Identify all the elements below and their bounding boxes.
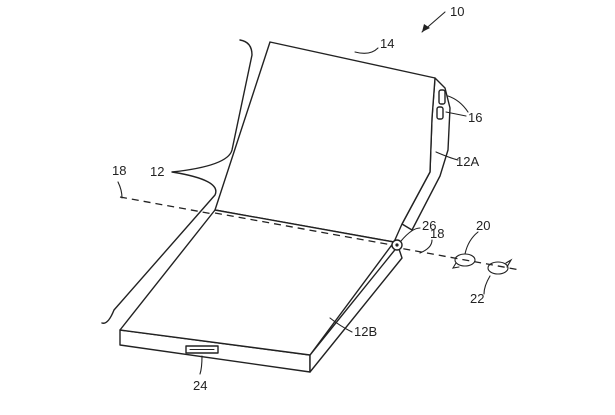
label-hinge: 26 <box>422 218 436 233</box>
label-display: 14 <box>380 36 394 51</box>
rotation-arrow-22-head <box>505 258 513 268</box>
leader-18-right <box>419 239 433 254</box>
leader-26 <box>400 227 421 242</box>
leader-22 <box>483 275 491 295</box>
side-button-upper <box>438 89 446 105</box>
label-port: 24 <box>193 378 207 393</box>
side-button-lower <box>436 106 444 120</box>
leader-14 <box>354 47 379 54</box>
lower-housing-top-face <box>119 209 395 356</box>
leader-18-left <box>117 181 123 199</box>
leader-12B <box>329 317 353 333</box>
leader-12A <box>435 151 459 161</box>
label-housing: 12 <box>150 164 164 179</box>
leader-16a <box>447 95 469 113</box>
label-rotation-b: 22 <box>470 291 484 306</box>
label-housing-upper: 12A <box>456 154 479 169</box>
label-rotation-a: 20 <box>476 218 490 233</box>
housing-bracket <box>101 39 253 324</box>
label-device: 10 <box>450 4 464 19</box>
leader-20 <box>464 231 479 255</box>
rotation-arrow-22 <box>487 261 509 275</box>
hinge-pin <box>395 243 399 247</box>
fold-axis-line <box>119 196 521 271</box>
label-housing-lower: 12B <box>354 324 377 339</box>
label-axis-right: 18 <box>430 226 444 241</box>
label-buttons: 16 <box>468 110 482 125</box>
leader-16b <box>445 111 467 117</box>
leader-10-arrowhead <box>422 24 430 32</box>
label-axis-left: 18 <box>112 163 126 178</box>
lower-housing-side-edge <box>309 245 403 373</box>
rotation-arrow-20-head <box>451 262 460 269</box>
leader-24 <box>199 355 203 375</box>
fold-axis-line-over-panel <box>214 212 393 246</box>
